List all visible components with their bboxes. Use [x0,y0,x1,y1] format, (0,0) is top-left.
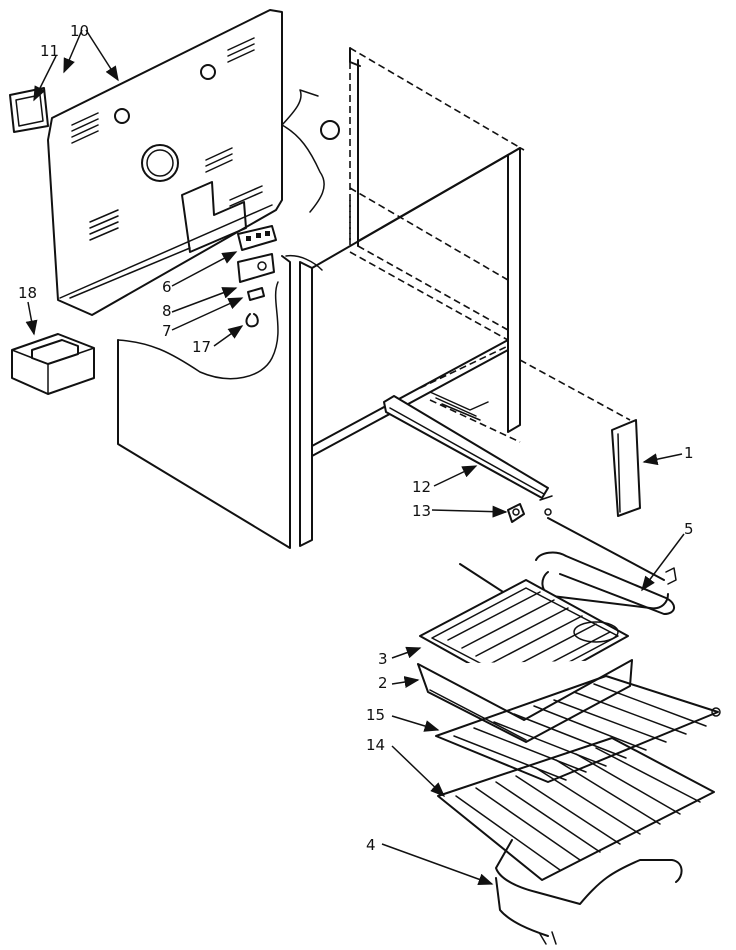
callout-2: 2 [378,674,388,692]
broiler-pan-part-2 [417,659,633,743]
callout-15: 15 [366,706,385,724]
vent-slots [71,37,263,241]
clip-part-13 [507,495,553,523]
callout-4: 4 [366,836,376,854]
junction-box-part-18 [11,333,95,395]
terminal-block-part-6 [237,225,277,251]
oven-rack-part-15 [435,675,721,783]
callout-14: 14 [366,736,385,754]
callout-1: 1 [684,444,694,462]
callout-7: 7 [162,322,172,340]
trim-part-1 [611,419,641,517]
callout-5: 5 [684,520,694,538]
callout-12: 12 [412,478,431,496]
gasket-part-11 [9,87,49,133]
bracket-part-8 [237,253,275,283]
callout-3: 3 [378,650,388,668]
leader-lines [25,29,685,886]
oven-cabinet [281,47,631,547]
callout-11: 11 [40,42,59,60]
callout-labels: 10 11 18 6 8 7 17 1 12 13 5 3 2 15 14 4 [18,22,694,854]
clip-part-7 [247,287,265,301]
callout-17: 17 [192,338,211,356]
side-panel [117,254,323,549]
oven-rack-part-14 [437,737,715,881]
hook-part-17 [245,313,259,328]
back-panel-part-10 [47,9,283,316]
rail-part-12 [383,395,549,499]
callout-8: 8 [162,302,172,320]
bake-element-part-4 [495,839,683,945]
callout-13: 13 [412,502,431,520]
callout-18: 18 [18,284,37,302]
callout-10: 10 [70,22,89,40]
callout-6: 6 [162,278,172,296]
